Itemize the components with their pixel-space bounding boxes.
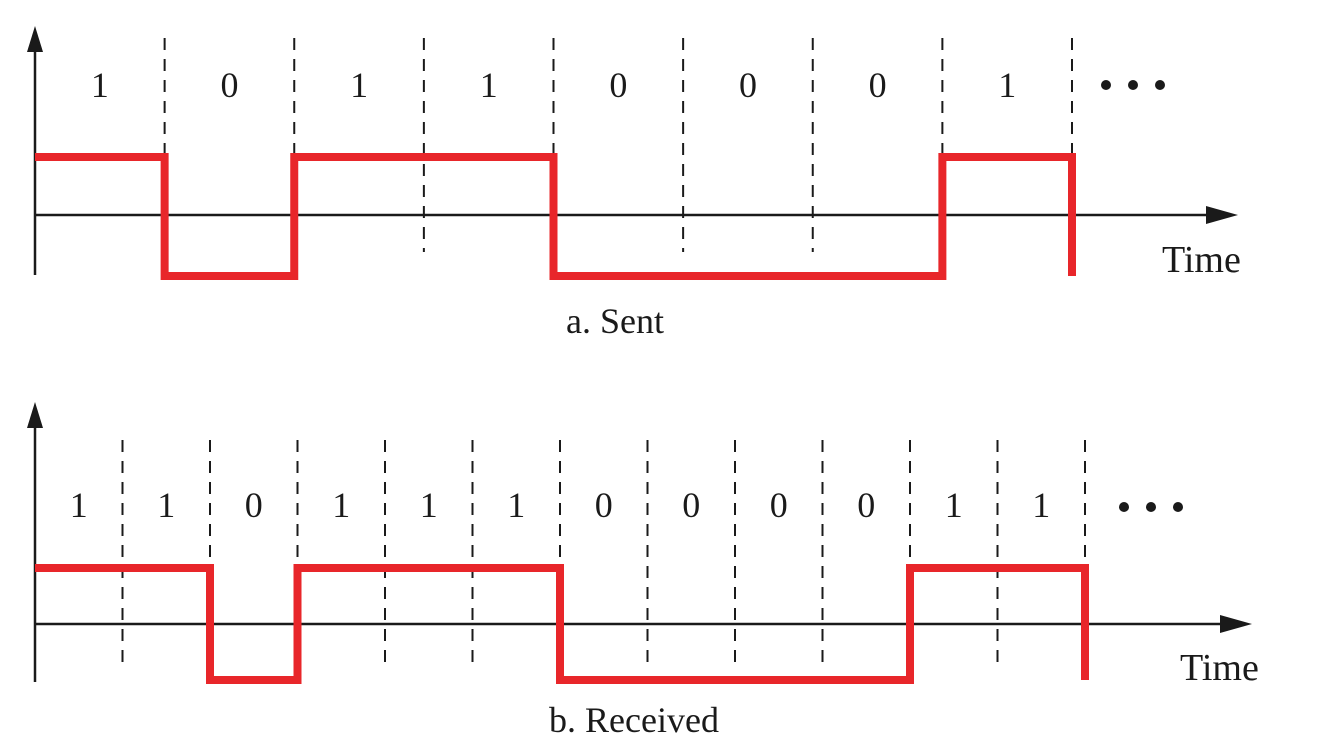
received-bit-dividers [121,440,1086,662]
received-panel: Time 1 1 0 1 1 1 0 0 0 0 1 1 b. Received [27,402,1259,740]
sent-bit-label: 1 [91,65,109,105]
sent-vertical-arrow-icon [27,26,43,52]
received-bit-label: 0 [770,485,788,525]
sent-ellipsis-icon [1101,80,1165,90]
sent-bit-labels: 1 0 1 1 0 0 0 1 [91,65,1016,105]
received-bit-label: 1 [945,485,963,525]
received-signal-waveform [35,564,1089,684]
received-time-arrow-icon [1220,615,1252,633]
received-bit-label: 1 [332,485,350,525]
sent-bit-label: 0 [869,65,887,105]
received-vertical-arrow-icon [27,402,43,428]
received-bit-label: 0 [245,485,263,525]
received-ellipsis-icon [1119,502,1183,512]
sent-bit-label: 1 [998,65,1016,105]
sent-bit-label: 1 [350,65,368,105]
received-bit-label: 1 [507,485,525,525]
received-bit-labels: 1 1 0 1 1 1 0 0 0 0 1 1 [70,485,1051,525]
received-bit-label: 1 [1032,485,1050,525]
sent-panel: Time 1 0 1 1 0 0 0 1 a. Sent [27,26,1241,341]
sent-caption: a. Sent [566,301,664,341]
sent-time-arrow-icon [1206,206,1238,224]
received-bit-label: 1 [157,485,175,525]
sent-bit-label: 0 [220,65,238,105]
sent-bit-label: 1 [480,65,498,105]
sent-bit-label: 0 [609,65,627,105]
received-bit-label: 1 [420,485,438,525]
received-bit-label: 0 [857,485,875,525]
sent-bit-label: 0 [739,65,757,105]
received-caption: b. Received [549,700,719,740]
received-bit-label: 1 [70,485,88,525]
received-time-label: Time [1180,647,1259,689]
received-bit-label: 0 [595,485,613,525]
sent-time-label: Time [1162,239,1241,281]
sent-signal-waveform [35,153,1076,280]
received-bit-label: 0 [682,485,700,525]
